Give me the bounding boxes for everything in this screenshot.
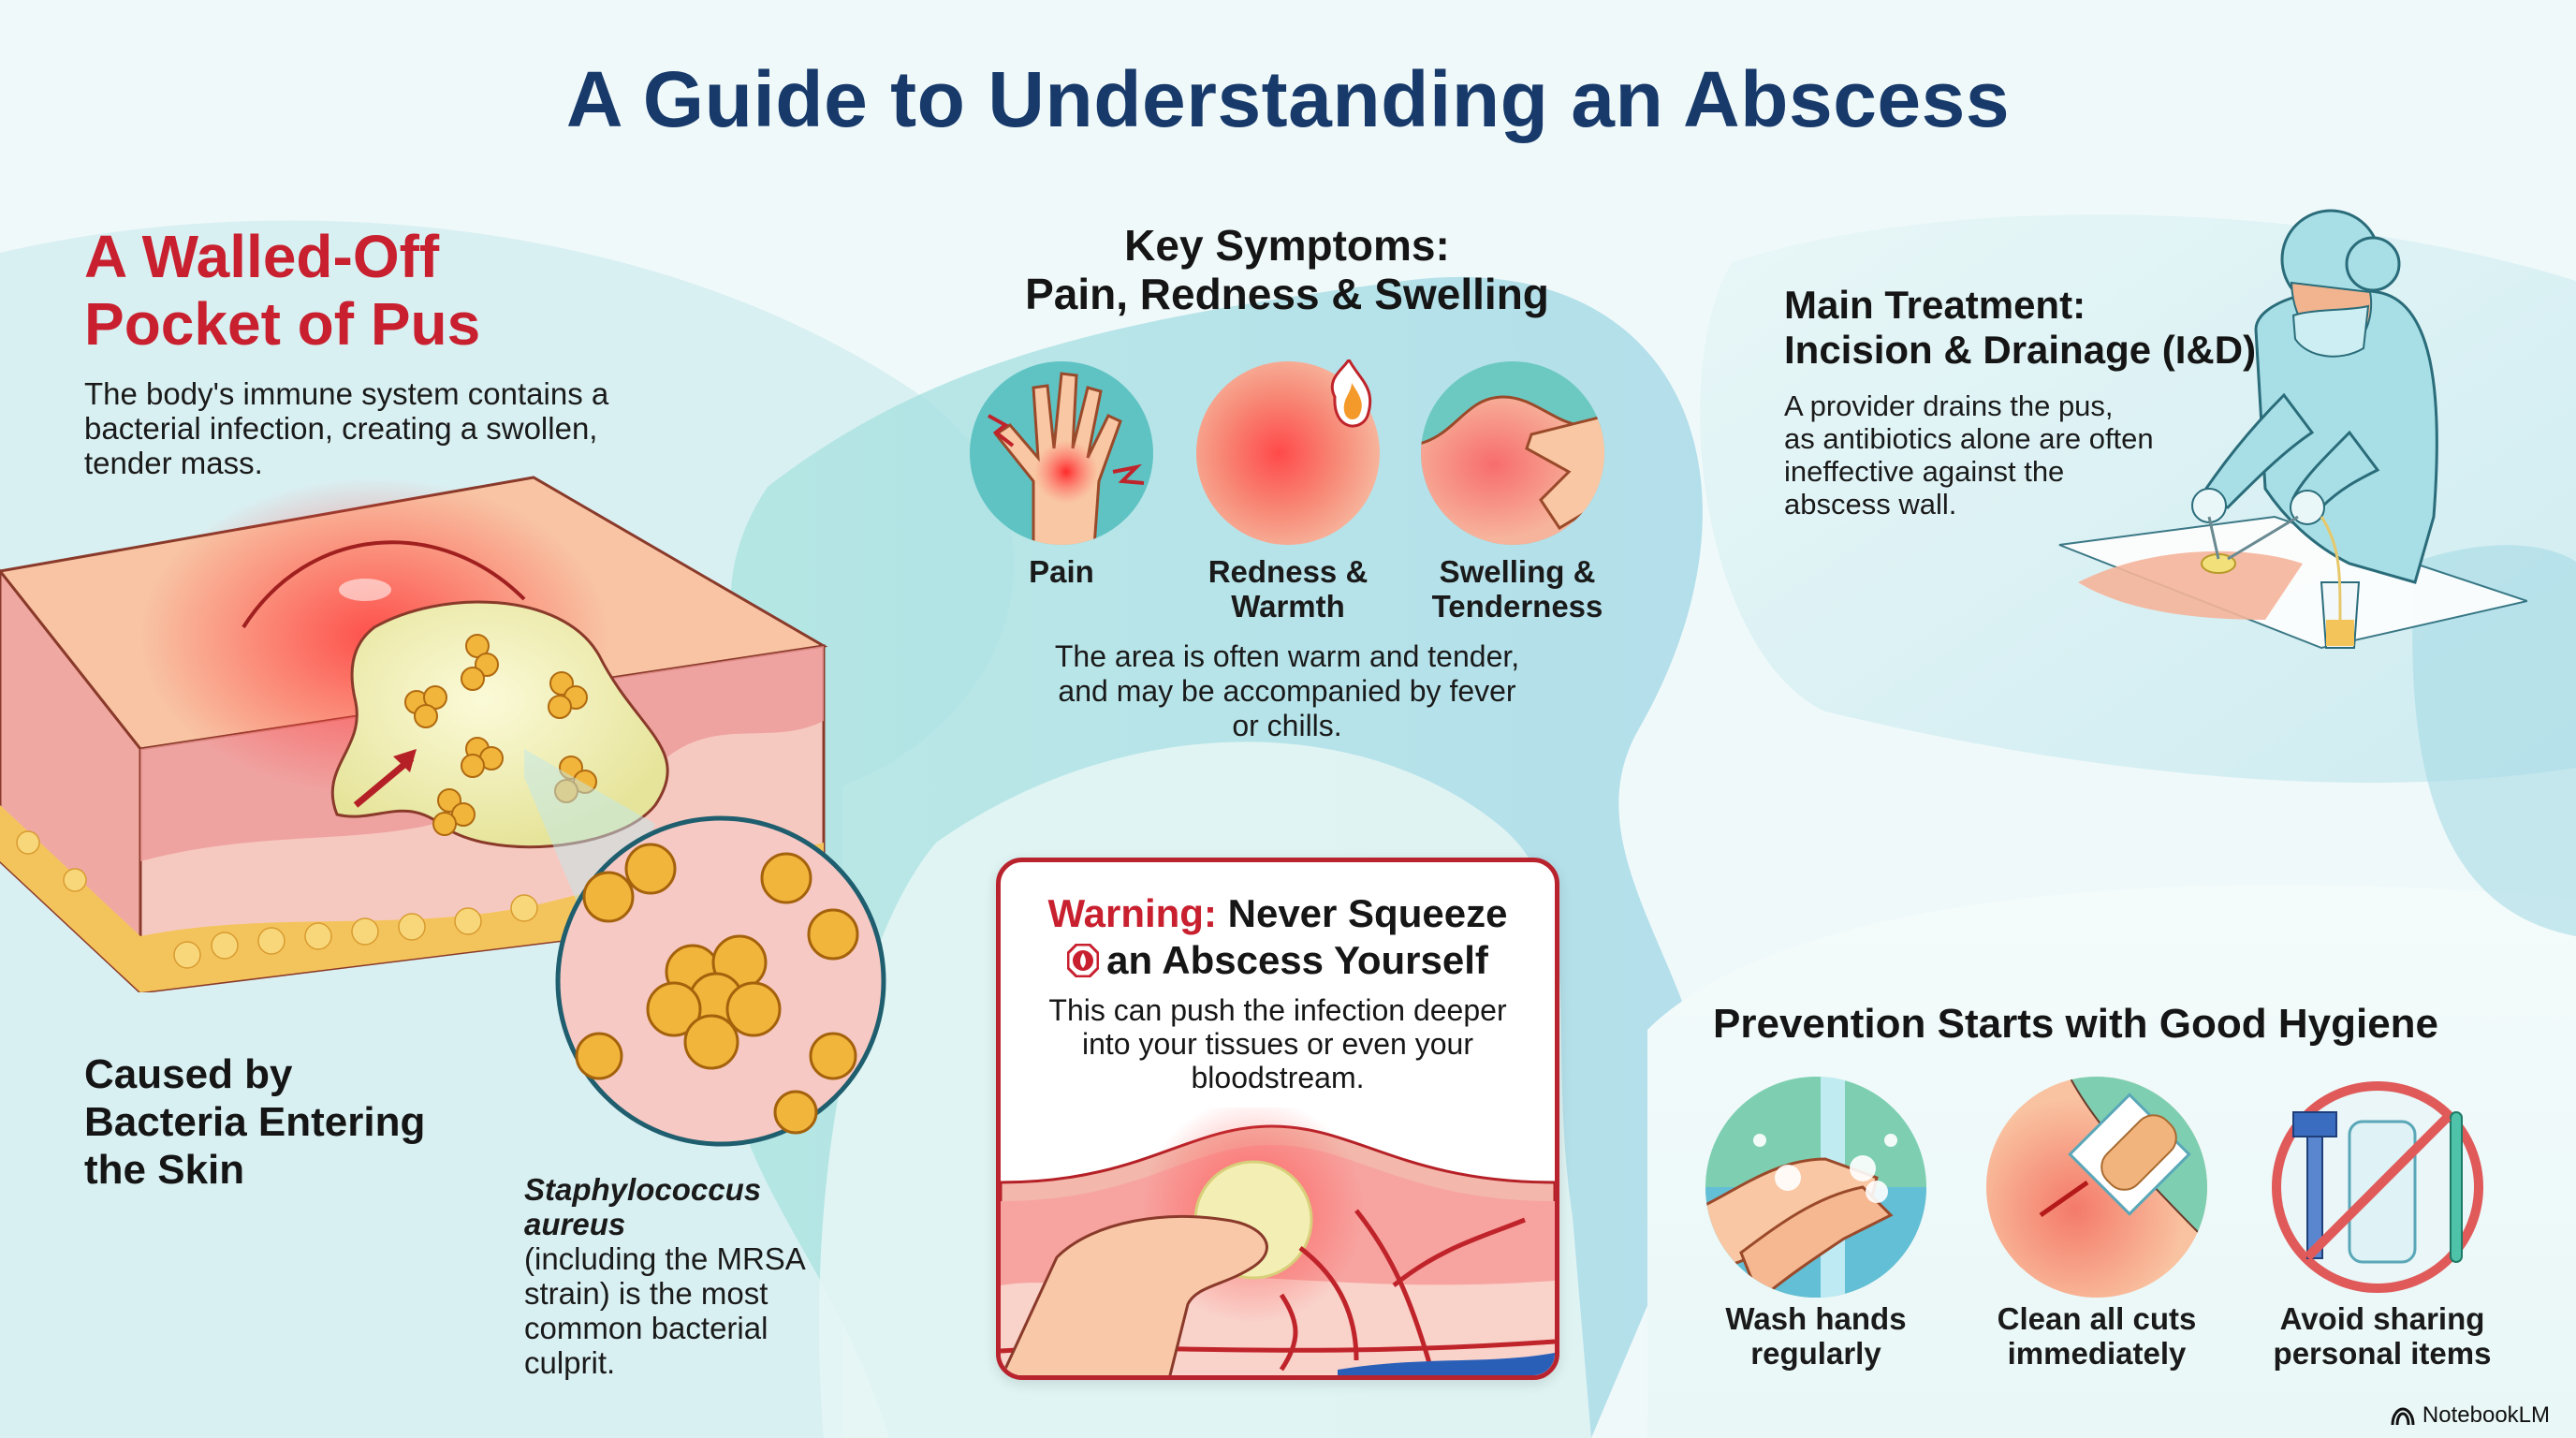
hand-washing-icon (1705, 1077, 1926, 1298)
swelling-touch-icon (1421, 361, 1604, 545)
warning-heading: Warning: Never Squeeze an Abscess Yourse… (1001, 890, 1555, 984)
symptom-label-line1: Redness & (1208, 554, 1368, 589)
clinician-draining-illustration (2058, 209, 2527, 650)
symptoms-body-line3: or chills. (1232, 709, 1342, 742)
warning-heading-line1: Never Squeeze (1227, 891, 1508, 935)
cause-body-line2: strain) is the most (524, 1276, 768, 1311)
symptoms-heading: Key Symptoms: Pain, Redness & Swelling (936, 221, 1638, 318)
prevention-label-wash: Wash hands regularly (1685, 1301, 1947, 1371)
warning-label: Warning: (1047, 891, 1217, 935)
brand-name: NotebookLM (2422, 1402, 2550, 1428)
symptom-label-line2: Tenderness (1431, 589, 1603, 624)
prevention-label-line2: personal items (2273, 1336, 2492, 1371)
warning-body-line3: bloodstream. (1191, 1061, 1365, 1094)
cause-heading-line1: Caused by (84, 1051, 293, 1097)
warning-body-line1: This can push the infection deeper (1048, 993, 1507, 1027)
prevention-label-line1: Wash hands (1725, 1301, 1907, 1336)
definition-body-line1: The body's immune system contains a (84, 376, 609, 411)
fat-cells (16, 830, 538, 969)
symptom-label-pain: Pain (968, 554, 1155, 589)
symptoms-body-line2: and may be accompanied by fever (1058, 674, 1516, 708)
notebooklm-logo-icon (2391, 1407, 2415, 1425)
symptoms-heading-line2: Pain, Redness & Swelling (1025, 270, 1549, 318)
warning-heading-line2: an Abscess Yourself (1106, 938, 1488, 982)
painful-hand-icon (970, 361, 1153, 545)
treatment-heading-line2: Incision & Drainage (I&D) (1784, 328, 2257, 372)
treatment-body-line3: ineffective against the (1784, 455, 2065, 488)
treatment-body-line4: abscess wall. (1784, 488, 1957, 521)
warning-body-line2: into your tissues or even your (1082, 1027, 1473, 1061)
symptoms-body-line1: The area is often warm and tender, (1054, 639, 1520, 673)
definition-body: The body's immune system contains a bact… (84, 376, 739, 480)
definition-heading-line2: Pocket of Pus (84, 290, 481, 358)
cause-body-line4: culprit. (524, 1345, 616, 1380)
definition-section: A Walled-Off Pocket of Pus The body's im… (84, 223, 739, 480)
treatment-body-line1: A provider drains the pus, (1784, 389, 2114, 422)
prevention-label-line2: regularly (1750, 1336, 1881, 1371)
bandage-cut-icon (1986, 1077, 2207, 1298)
bacteria-magnifier-illustration (555, 815, 886, 1147)
brand-badge: NotebookLM (2391, 1402, 2550, 1429)
cause-heading-line3: the Skin (84, 1147, 245, 1193)
prevention-label-avoid: Avoid sharing personal items (2247, 1301, 2518, 1371)
cause-heading: Caused by Bacteria Entering the Skin (84, 1050, 425, 1194)
no-sharing-items-icon (2272, 1081, 2483, 1293)
symptom-label-redness: Redness & Warmth (1185, 554, 1391, 624)
warning-card: Warning: Never Squeeze an Abscess Yourse… (996, 858, 1559, 1380)
prevention-heading: Prevention Starts with Good Hygiene (1713, 1001, 2439, 1047)
prevention-label-line1: Clean all cuts (1997, 1301, 2197, 1336)
symptom-label-swelling: Swelling & Tenderness (1410, 554, 1625, 624)
skin-cross-section-illustration (0, 476, 828, 992)
cause-body-line3: common bacterial (524, 1311, 768, 1345)
definition-heading-line1: A Walled-Off (84, 223, 440, 290)
symptom-label-line1: Swelling & (1439, 554, 1596, 589)
right-edge-blob (2412, 545, 2576, 936)
magnified-bacteria (575, 843, 859, 1135)
red-warm-skin-icon (1196, 360, 1380, 545)
treatment-heading-line1: Main Treatment: (1784, 283, 2086, 327)
page-title: A Guide to Understanding an Abscess (565, 55, 2011, 143)
treatment-heading: Main Treatment: Incision & Drainage (I&D… (1784, 283, 2256, 373)
symptoms-heading-line1: Key Symptoms: (1124, 221, 1450, 270)
definition-body-line3: tender mass. (84, 446, 263, 480)
stop-sign-icon (1067, 944, 1100, 977)
cause-species-line1: Staphylococcus (524, 1172, 762, 1207)
cause-species-line2: aureus (524, 1207, 626, 1241)
prevention-label-clean: Clean all cuts immediately (1966, 1301, 2228, 1371)
treatment-body-line2: as antibiotics alone are often (1784, 422, 2154, 455)
cause-body: Staphylococcus aureus (including the MRS… (524, 1172, 861, 1380)
squeezing-abscess-illustration (1001, 1108, 1555, 1375)
prevention-label-line1: Avoid sharing (2279, 1301, 2485, 1336)
prevention-label-line2: immediately (2007, 1336, 2187, 1371)
cause-body-line1: (including the MRSA (524, 1241, 806, 1276)
symptoms-body: The area is often warm and tender, and m… (983, 639, 1591, 743)
symptom-label-line2: Warmth (1231, 589, 1345, 624)
symptom-label-line1: Pain (1029, 554, 1094, 589)
definition-body-line2: bacterial infection, creating a swollen, (84, 411, 598, 446)
treatment-body: A provider drains the pus, as antibiotic… (1784, 389, 2154, 521)
definition-heading: A Walled-Off Pocket of Pus (84, 223, 739, 358)
blood-vessels (1001, 1209, 1555, 1372)
cause-heading-line2: Bacteria Entering (84, 1099, 426, 1145)
warning-body: This can push the infection deeper into … (1019, 993, 1536, 1094)
